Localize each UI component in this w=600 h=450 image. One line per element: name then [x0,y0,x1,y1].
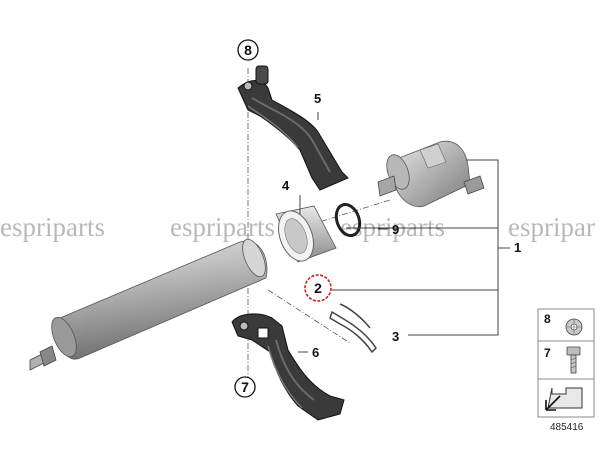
callout-2-highlighted: 2 [304,274,332,302]
leader-lines [298,112,510,353]
clip-part-3 [329,303,377,354]
svg-text:espriparts: espriparts [340,212,445,242]
svg-text:7: 7 [241,379,249,395]
bracket-part-6 [231,313,345,421]
legend-box: 8 7 [537,308,595,418]
callout-5: 5 [314,91,321,106]
callout-circle-8: 8 [237,39,259,61]
callout-3: 3 [392,329,399,344]
svg-text:2: 2 [314,280,322,296]
callout-circle-7: 7 [234,376,256,398]
bolt-icon [566,346,581,374]
diagram-id: 485416 [550,422,584,433]
svg-text:espriparts: espriparts [170,212,275,242]
callout-4: 4 [282,178,290,193]
callout-9: 9 [392,222,399,237]
legend-item-8: 8 [544,312,551,326]
arrow-icon [545,387,583,411]
svg-text:espriparts: espriparts [0,212,105,242]
pressure-regulator [377,140,485,208]
legend-item-7: 7 [544,346,551,360]
sleeve-part-4 [275,205,337,263]
callout-6: 6 [312,345,319,360]
svg-text:8: 8 [244,42,252,58]
callout-1: 1 [514,240,521,255]
watermark: espriparts espriparts espriparts espripa… [0,212,595,242]
svg-text:espripar: espripar [508,212,595,242]
nut-icon [565,318,583,336]
fuel-filter-body [29,238,268,371]
bracket-part-5 [237,65,349,191]
o-ring-part-9 [334,203,362,237]
